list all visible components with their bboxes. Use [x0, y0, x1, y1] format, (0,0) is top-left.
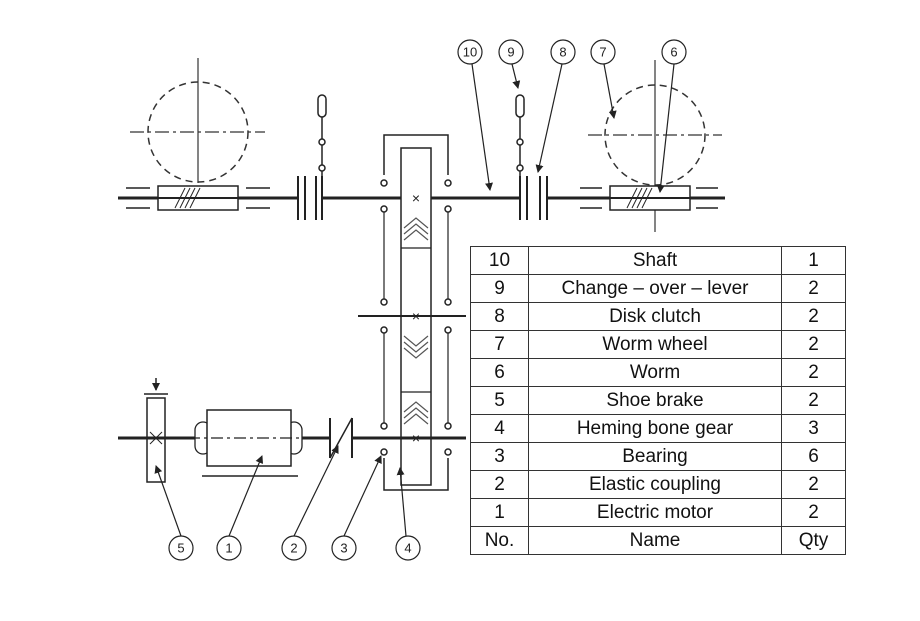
part-qty-cell: 3	[781, 414, 846, 443]
header-no-cell: No.	[470, 526, 529, 555]
part-qty-cell: 2	[781, 470, 846, 499]
callout-6: 6	[661, 39, 687, 65]
part-qty-cell: 2	[781, 302, 846, 331]
part-number-cell: 10	[470, 246, 529, 275]
callout-4: 4	[395, 535, 421, 561]
callout-label: 7	[599, 45, 606, 60]
callout-label: 9	[507, 45, 514, 60]
callout-2: 2	[281, 535, 307, 561]
callout-label: 5	[177, 541, 184, 556]
callout-7: 7	[590, 39, 616, 65]
left-disk-clutch	[297, 94, 327, 220]
part-qty-cell: 2	[781, 330, 846, 359]
part-number-cell: 7	[470, 330, 529, 359]
gearbox: × × ×	[358, 134, 466, 491]
elastic-coupling	[329, 417, 353, 459]
part-qty-cell: 1	[781, 246, 846, 275]
header-qty-cell: Qty	[781, 526, 846, 555]
part-number-cell: 1	[470, 498, 529, 527]
callout-8: 8	[550, 39, 576, 65]
part-qty-cell: 2	[781, 386, 846, 415]
shoe-brake	[118, 378, 200, 483]
part-name-cell: Shoe brake	[528, 386, 782, 415]
svg-text:×: ×	[412, 190, 420, 206]
callout-label: 8	[559, 45, 566, 60]
part-number-cell: 6	[470, 358, 529, 387]
part-name-cell: Worm wheel	[528, 330, 782, 359]
part-qty-cell: 2	[781, 358, 846, 387]
part-number-cell: 2	[470, 470, 529, 499]
part-name-cell: Heming bone gear	[528, 414, 782, 443]
part-name-cell: Disk clutch	[528, 302, 782, 331]
right-disk-clutch	[515, 94, 548, 220]
callout-label: 4	[404, 541, 411, 556]
part-name-cell: Change – over – lever	[528, 274, 782, 303]
left-worm-wheel	[130, 58, 265, 183]
part-name-cell: Worm	[528, 358, 782, 387]
part-qty-cell: 2	[781, 498, 846, 527]
callout-5: 5	[168, 535, 194, 561]
part-qty-cell: 2	[781, 274, 846, 303]
callout-label: 6	[670, 45, 677, 60]
callout-10: 10	[457, 39, 483, 65]
callout-3: 3	[331, 535, 357, 561]
callout-label: 3	[340, 541, 347, 556]
callout-label: 10	[463, 45, 477, 60]
part-name-cell: Electric motor	[528, 498, 782, 527]
part-name-cell: Bearing	[528, 442, 782, 471]
part-number-cell: 4	[470, 414, 529, 443]
part-name-cell: Shaft	[528, 246, 782, 275]
callout-label: 1	[225, 541, 232, 556]
top-shaft	[118, 185, 725, 211]
part-number-cell: 8	[470, 302, 529, 331]
header-name-cell: Name	[528, 526, 782, 555]
part-number-cell: 3	[470, 442, 529, 471]
svg-text:×: ×	[412, 308, 420, 324]
callout-9: 9	[498, 39, 524, 65]
part-number-cell: 5	[470, 386, 529, 415]
part-name-cell: Elastic coupling	[528, 470, 782, 499]
callout-label: 2	[290, 541, 297, 556]
part-qty-cell: 6	[781, 442, 846, 471]
callout-1: 1	[216, 535, 242, 561]
electric-motor	[188, 409, 310, 477]
leader-lines	[154, 63, 675, 537]
part-number-cell: 9	[470, 274, 529, 303]
